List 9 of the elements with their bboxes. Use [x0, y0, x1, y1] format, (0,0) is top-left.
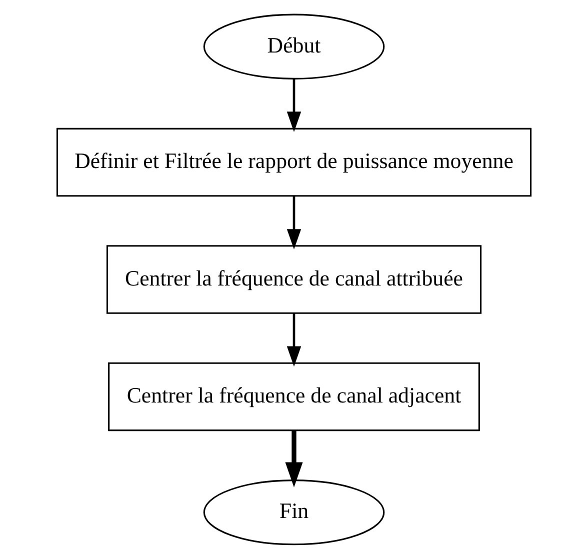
node-box: Définir et Filtrée le rapport de puissance moyenne	[56, 128, 532, 197]
arrow	[286, 313, 302, 367]
node-ellipse: Début	[203, 14, 385, 80]
node-box: Centrer la fréquence de canal attribuée	[106, 245, 482, 314]
arrow	[286, 196, 302, 250]
node-box: Centrer la fréquence de canal adjacent	[108, 362, 480, 432]
arrow	[286, 78, 302, 132]
node-ellipse: Fin	[203, 480, 385, 546]
arrow	[285, 430, 303, 488]
